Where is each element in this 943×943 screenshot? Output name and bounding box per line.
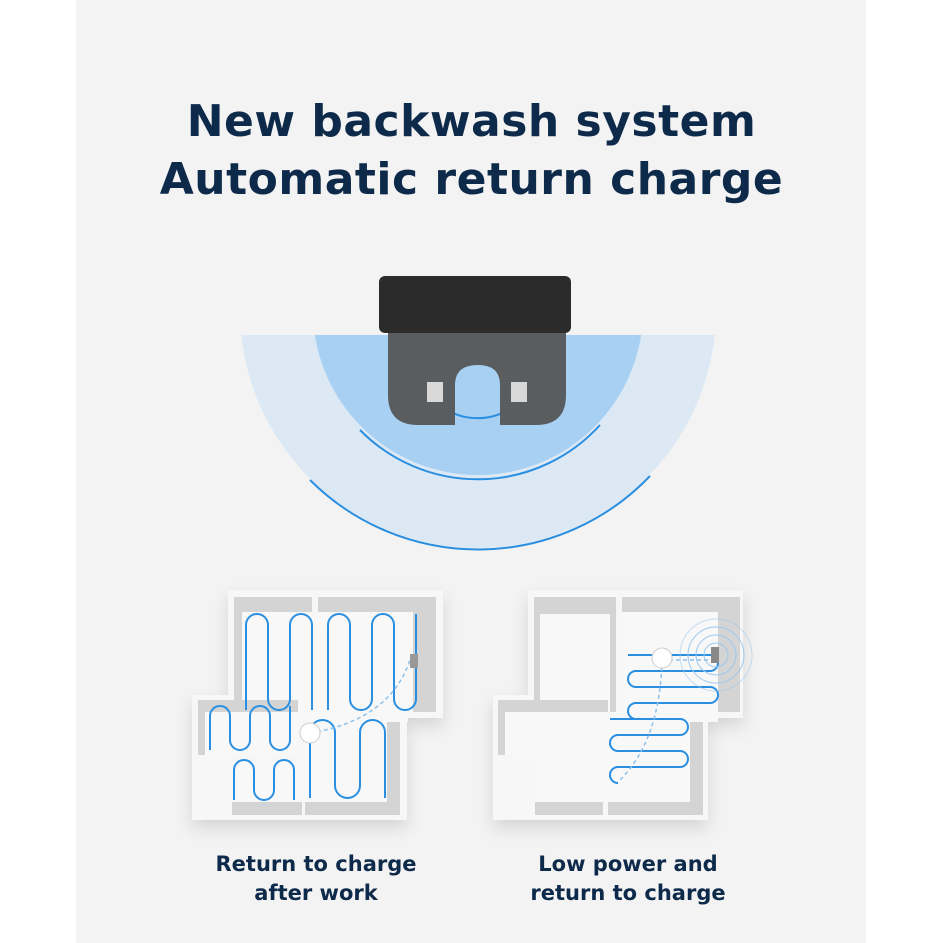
floor-plan-return-after-work — [192, 590, 443, 820]
caption-1-line-2: after work — [254, 881, 378, 905]
headline-line-1: New backwash system — [186, 96, 757, 147]
dock-icon-plan2 — [711, 647, 719, 663]
caption-1: Return to charge after work — [166, 850, 466, 908]
charge-contact-left — [427, 382, 443, 402]
floor-plan-low-power-return — [493, 590, 743, 820]
cleaning-path-line — [609, 718, 689, 784]
caption-2-line-2: return to charge — [530, 881, 726, 905]
signal-rings — [679, 618, 753, 692]
cleaning-path-line — [209, 705, 291, 751]
caption-2: Low power and return to charge — [478, 850, 778, 908]
charging-dock — [379, 276, 571, 425]
cleaning-path-line — [245, 613, 313, 711]
dock-icon-plan1 — [410, 654, 418, 668]
robot-icon-plan2 — [651, 647, 673, 669]
robot-icon-plan1 — [299, 722, 321, 744]
cleaning-path-line — [233, 759, 295, 801]
caption-1-line-1: Return to charge — [215, 852, 417, 876]
headline-line-2: Automatic return charge — [159, 154, 784, 205]
charge-contact-right — [511, 382, 527, 402]
cleaning-path-line — [309, 719, 386, 799]
cleaning-path-line — [327, 613, 417, 711]
caption-2-line-1: Low power and — [538, 852, 718, 876]
